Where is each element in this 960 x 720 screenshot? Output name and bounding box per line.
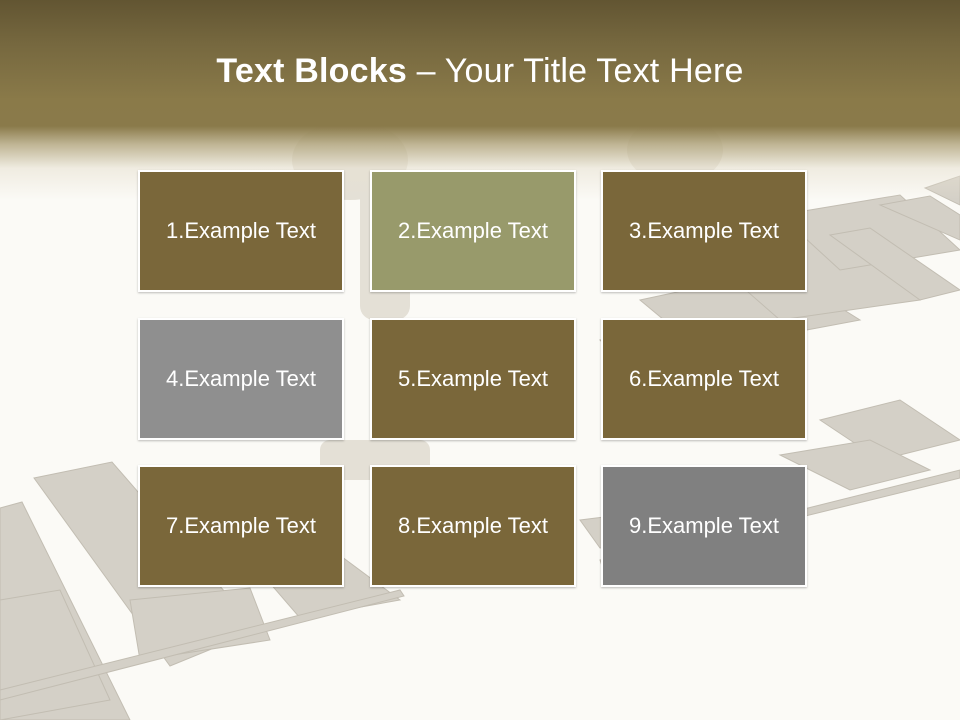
text-block-5[interactable]: 5.Example Text	[370, 318, 576, 440]
text-block-label: 5.Example Text	[397, 366, 548, 391]
text-block-label: 9.Example Text	[628, 513, 779, 538]
title-bold: Text Blocks	[216, 52, 407, 90]
text-block-label: 3.Example Text	[628, 218, 779, 243]
text-block-label: 1.Example Text	[165, 218, 316, 243]
text-block-label: 4.Example Text	[165, 366, 316, 391]
text-block-7[interactable]: 7.Example Text	[138, 465, 344, 587]
text-block-label: 7.Example Text	[165, 513, 316, 538]
text-block-label: 2.Example Text	[397, 218, 548, 243]
title-regular: Your Title Text Here	[444, 52, 744, 90]
text-block-1[interactable]: 1.Example Text	[138, 170, 344, 292]
title-dash: –	[416, 52, 436, 90]
text-block-label: 6.Example Text	[628, 366, 779, 391]
text-block-3[interactable]: 3.Example Text	[601, 170, 807, 292]
text-block-grid: 1.Example Text 2.Example Text 3.Example …	[138, 170, 816, 594]
text-block-2[interactable]: 2.Example Text	[370, 170, 576, 292]
slide-title: Text Blocks – Your Title Text Here	[0, 52, 960, 91]
header-band	[0, 0, 960, 200]
text-block-8[interactable]: 8.Example Text	[370, 465, 576, 587]
text-block-4[interactable]: 4.Example Text	[138, 318, 344, 440]
text-block-6[interactable]: 6.Example Text	[601, 318, 807, 440]
text-block-label: 8.Example Text	[397, 513, 548, 538]
text-block-9[interactable]: 9.Example Text	[601, 465, 807, 587]
